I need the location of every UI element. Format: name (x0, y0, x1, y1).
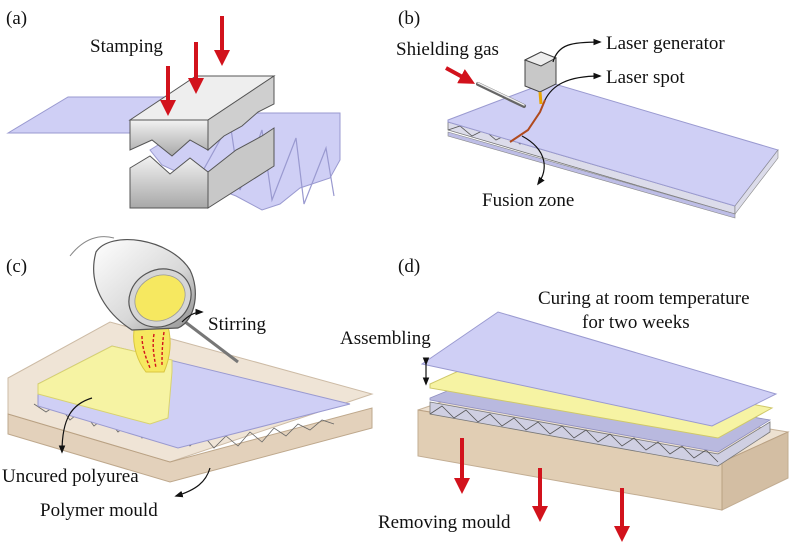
polymer-mould-label: Polymer mould (40, 500, 158, 521)
panel-a: (a) Stamping (6, 8, 341, 211)
top-face-sheet-d (420, 311, 778, 427)
stream-flow-arrow-3 (161, 331, 165, 367)
removed-mould-side (721, 431, 789, 511)
lower-die-side (207, 127, 275, 209)
bottom-face-sheet (447, 131, 736, 219)
uncured-polyurea-leader (58, 397, 93, 454)
upper-die-side (207, 75, 275, 152)
fusion-zone-leader (521, 135, 545, 186)
top-face-sheet-right-edge (734, 149, 779, 215)
panel-d-tag: (d) (398, 256, 420, 277)
laser-generator-label: Laser generator (606, 33, 725, 54)
stamping-label: Stamping (90, 36, 163, 57)
panel-c: (c) Stirring Uncured polyurea Polymer mo… (2, 236, 374, 521)
shielding-gas-arrow (445, 66, 476, 84)
panel-b: (b) Shielding gas Laser generator Laser … (396, 8, 779, 219)
laser-spot-leader (544, 72, 602, 101)
laser-spot-label: Laser spot (606, 67, 685, 88)
laser-beam (538, 91, 543, 105)
assembly-core-truss (429, 405, 719, 463)
curing-label-line1: Curing at room temperature (538, 288, 750, 309)
shielding-gas-label: Shielding gas (396, 39, 499, 60)
curing-label-line2: for two weeks (582, 312, 690, 333)
stream-flow-arrow-2 (152, 333, 157, 369)
polymer-mould-leader (174, 467, 211, 498)
polyurea-stream (133, 325, 171, 373)
panel-a-tag: (a) (6, 8, 27, 29)
stirring-leader (181, 308, 204, 323)
stream-flow-arrow-1 (141, 335, 151, 369)
fusion-zone-weld (509, 99, 546, 143)
uncured-polyurea-label: Uncured polyurea (2, 466, 139, 487)
removing-mould-label: Removing mould (378, 512, 511, 533)
shielding-gas-nozzle (476, 82, 526, 108)
panel-d: (d) Curing at room temperature for two w… (340, 256, 790, 542)
laser-head-top (523, 51, 558, 67)
corrugation-ridges (199, 120, 335, 205)
panel-b-tag: (b) (398, 8, 420, 29)
pouring-cup (69, 236, 196, 331)
panel-c-tag: (c) (6, 256, 27, 277)
laser-generator-leader (552, 38, 602, 63)
assembling-label: Assembling (340, 328, 431, 349)
shielding-gas-nozzle-highlight (477, 82, 525, 106)
stirring-label: Stirring (208, 314, 267, 335)
fusion-zone-label: Fusion zone (482, 190, 574, 211)
lower-die-front (129, 155, 209, 209)
polyurea-pool (37, 345, 173, 425)
